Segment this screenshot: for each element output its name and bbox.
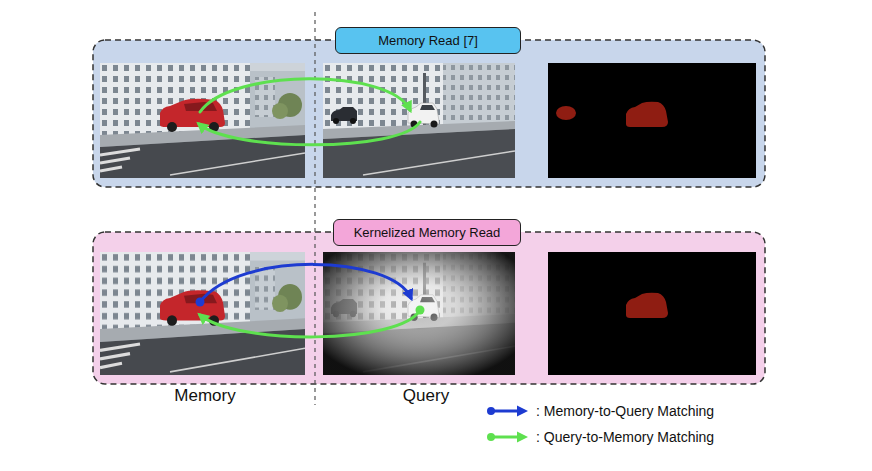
illustration-part: [200, 310, 420, 337]
legend-text: : Memory-to-Query Matching: [536, 403, 714, 419]
illustration-part: [200, 264, 411, 302]
panel-backgrounds: [93, 40, 765, 384]
legend-arrow-head: [517, 406, 528, 417]
legend-text: : Query-to-Memory Matching: [536, 429, 714, 445]
illustration-part: [196, 298, 205, 307]
illustration-part: [323, 252, 515, 375]
legend-arrow-dot: [487, 407, 495, 415]
frames-top: [100, 63, 756, 178]
illustration-part: [626, 293, 668, 318]
legend-arrow-sample: [486, 430, 530, 444]
illustration-part: [199, 122, 420, 145]
illustration-part: [100, 252, 305, 375]
illustration-part: [548, 63, 756, 178]
matching-arrows: [196, 79, 425, 337]
illustration-part: [548, 252, 756, 375]
illustration-part: [416, 306, 425, 315]
illustration-part: [323, 252, 515, 375]
illustration-part: [323, 252, 515, 375]
column-label: Query: [403, 386, 449, 406]
legend-arrow-line: [491, 436, 519, 439]
legend-arrow-head: [517, 432, 528, 443]
legend-arrow-line: [491, 410, 519, 413]
tab-label: Memory Read [7]: [378, 33, 478, 48]
legend-arrow-dot: [487, 433, 495, 441]
column-label: Memory: [174, 386, 235, 406]
illustration-part: [200, 79, 410, 112]
legend-item: : Query-to-Memory Matching: [486, 429, 714, 445]
illustration-part: [323, 252, 515, 375]
divider-line: [314, 12, 315, 405]
illustration-part: [323, 252, 515, 375]
legend-item: : Memory-to-Query Matching: [486, 403, 714, 419]
illustration-part: [100, 252, 305, 375]
illustration-part: [626, 102, 668, 127]
tab-label: Kernelized Memory Read: [354, 225, 501, 240]
tab-box: Memory Read [7]: [335, 27, 521, 54]
tab-box: Kernelized Memory Read: [333, 219, 521, 246]
illustration-part: [93, 40, 765, 187]
illustration-part: [556, 106, 576, 120]
frames-bottom: [100, 252, 756, 375]
legend-arrow-sample: [486, 404, 530, 418]
illustration-part: [93, 232, 765, 384]
illustration-part: [100, 252, 305, 375]
